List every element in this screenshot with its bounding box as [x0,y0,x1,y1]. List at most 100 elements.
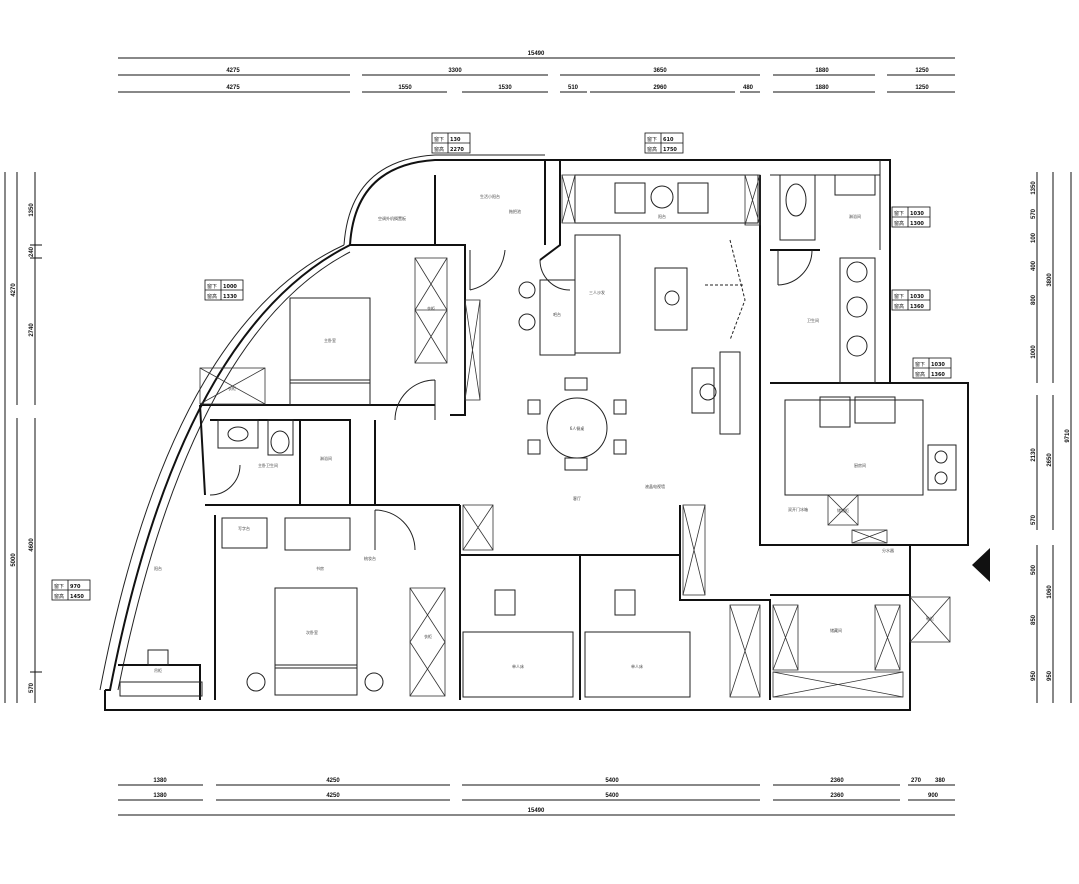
dim: 800 [1031,294,1037,305]
dim: 270 [911,778,922,784]
dim: 4275 [226,68,240,74]
room-label: 衣柜 [424,633,432,639]
tag-value: 2270 [450,147,464,153]
dim: 510 [568,85,579,91]
dim: 380 [935,778,946,784]
dim: 950 [1031,670,1037,681]
lounge-bench [574,174,759,224]
dim: 570 [29,682,35,693]
room-label: 储物柜 [837,507,849,513]
tag-value: 1300 [910,221,924,227]
dim: 400 [1031,260,1037,271]
room-label: 卫生间 [807,317,819,323]
tag-value: 1030 [910,294,924,300]
dim: 100 [1031,232,1037,243]
dim: 5400 [605,793,619,799]
dim: 500 [1031,564,1037,575]
furniture [119,174,957,698]
room-label: 分水器 [882,547,894,553]
room-label: 书房 [316,565,324,571]
bed-1 [462,631,574,698]
tag-label: 窗下 [207,283,217,290]
room-label: 空调外机搁置板 [378,215,406,221]
tag-label: 窗高 [434,146,444,153]
kitchen-island [784,399,924,496]
dim: 5000 [11,553,17,567]
wardrobes [199,174,951,698]
dim: 570 [1031,514,1037,525]
tag-label: 窗下 [647,136,657,143]
master-bed [289,297,371,384]
room-label: 液晶电视墙 [645,483,665,489]
tag-label: 窗高 [894,303,904,310]
tag-value: 1360 [910,304,924,310]
tag-value: 1750 [663,147,677,153]
tag-label: 窗高 [894,220,904,227]
tag-value: 1360 [931,372,945,378]
tag-label: 窗高 [915,371,925,378]
dim: 4275 [226,85,240,91]
second-bed [274,587,358,669]
room-label: 淋浴间 [320,455,332,461]
dim: 1350 [29,203,35,217]
dim: 1000 [1031,345,1037,359]
dim: 1250 [915,85,929,91]
dim: 2360 [830,778,844,784]
room-label: 阳台 [154,565,162,571]
room-label: 生活小阳台 [480,193,500,199]
room-label: 单人床 [631,663,643,669]
bottom-dimensions: 1380 4250 5400 2360 270 380 1380 4250 54… [118,778,955,816]
tag-value: 1450 [70,594,84,600]
dim-top-total: 15490 [528,51,545,57]
room-label: 厨房间 [854,462,866,468]
dim: 1550 [398,85,412,91]
coffee-table [654,267,688,331]
room-label: 吧台 [553,311,561,317]
tag-value: 1030 [910,211,924,217]
entrance-arrow-icon [972,548,990,582]
dim-bottom-total: 15490 [528,808,545,814]
dim: 3650 [653,68,667,74]
tag-value: 970 [70,584,81,590]
room-label: 写字台 [238,525,250,531]
tag-label: 窗下 [915,361,925,368]
tag-label: 窗高 [647,146,657,153]
tag-value: 610 [663,137,674,143]
room-label: 客厅 [573,495,581,501]
dim: 480 [743,85,754,91]
window-tag: 窗下 1030 窗高 1300 [891,206,931,228]
room-label: 主卧卫生间 [258,462,278,468]
tag-value: 1030 [931,362,945,368]
room-label: 衣柜 [228,385,236,391]
dim: 4250 [326,793,340,799]
dim: 1350 [1031,181,1037,195]
dim: 950 [1047,670,1053,681]
right-dimensions: 1350 570 100 400 800 1000 2130 570 500 8… [1031,172,1072,703]
tag-label: 窗下 [894,210,904,217]
room-label: 主卧室 [324,337,336,343]
tag-label: 窗下 [54,583,64,590]
window-tag: 窗下 1030 窗高 1360 [912,357,952,379]
room-label: 吊柜 [154,667,162,673]
tag-value: 130 [450,137,461,143]
room-label: 6人餐桌 [570,425,585,431]
left-dimensions: 4270 5000 1350 240 2740 4600 570 [4,172,42,703]
dim: 1880 [815,85,829,91]
dim: 240 [29,246,35,257]
dim: 1060 [1047,585,1053,599]
walls [99,154,969,711]
dim: 850 [1031,614,1037,625]
dim: 2960 [653,85,667,91]
room-label: 次卧室 [306,629,318,635]
tag-value: 1330 [223,294,237,300]
room-labels: 空调外机搁置板 生活小阳台 拖把池 阳台 吧台 三人沙发 主卧室 衣柜 衣柜 主… [154,193,934,673]
tag-label: 窗下 [434,136,444,143]
dim: 1250 [915,68,929,74]
dim: 1380 [153,793,167,799]
dim: 570 [1031,208,1037,219]
bed-2 [584,631,691,698]
dim: 4250 [326,778,340,784]
dim: 4600 [29,538,35,552]
dim: 1380 [153,778,167,784]
